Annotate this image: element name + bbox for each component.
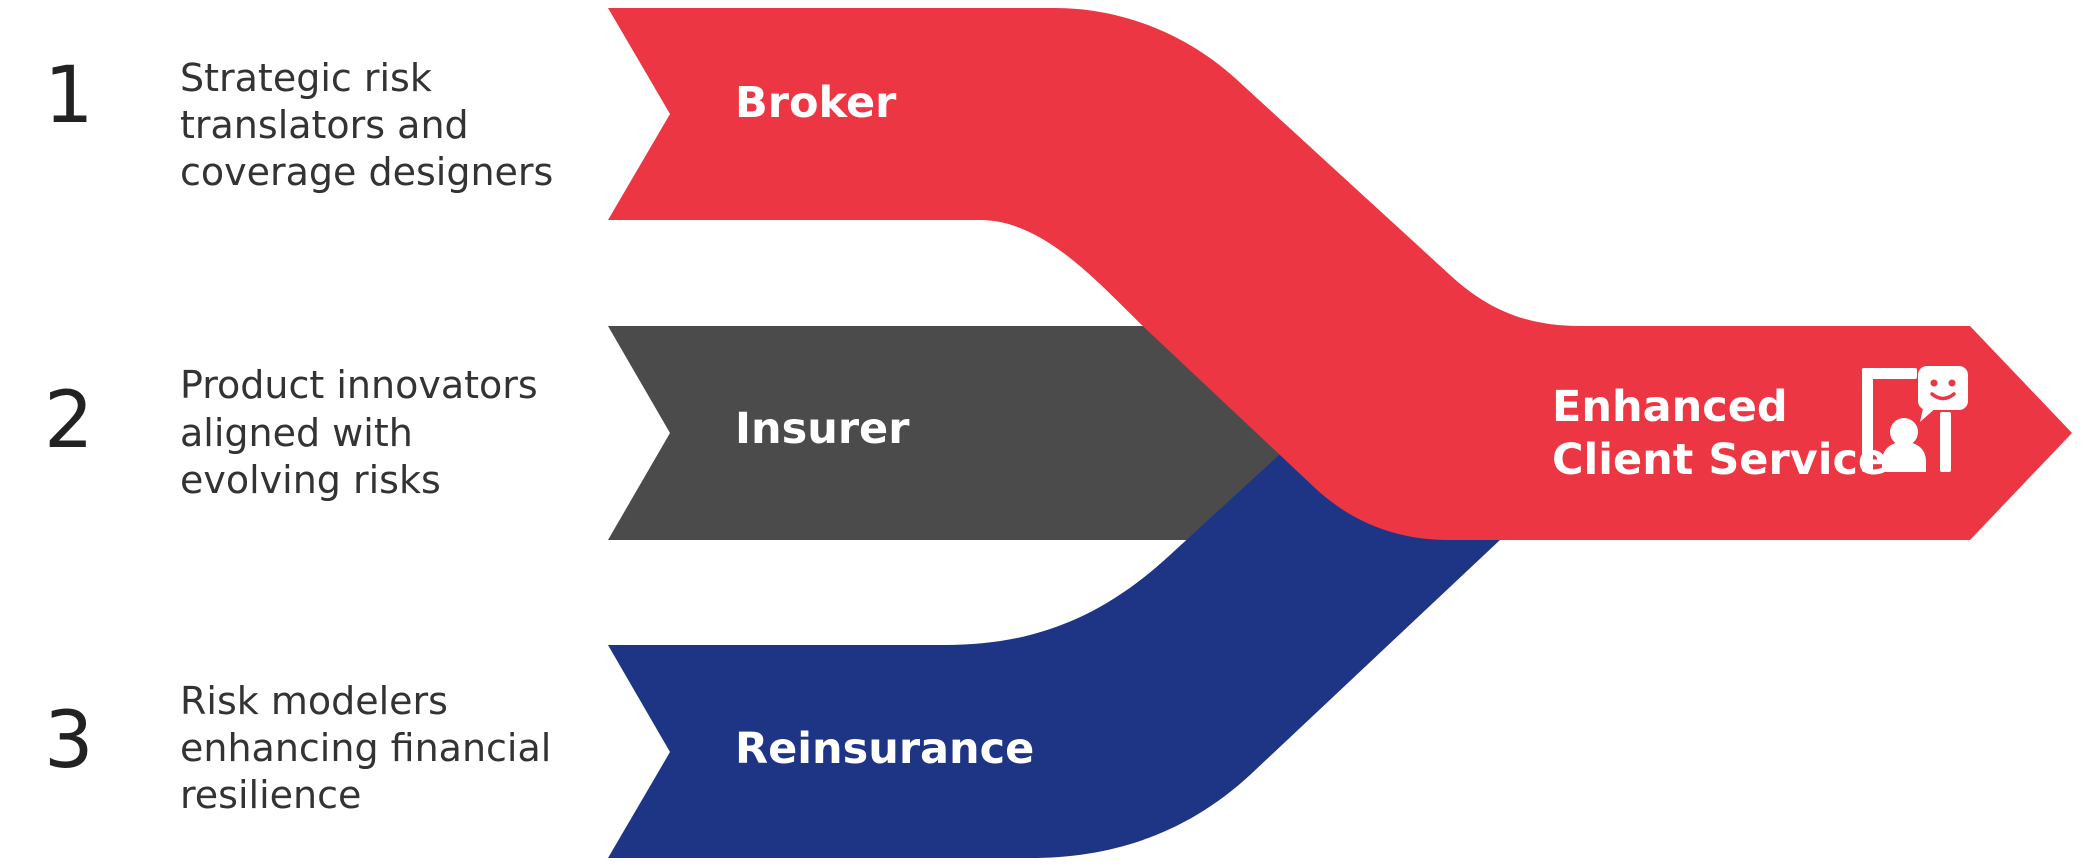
step-description-2-line-1: Product innovators bbox=[180, 363, 538, 407]
client-service-icon bbox=[1862, 366, 1968, 472]
step-description-2-line-3: evolving risks bbox=[180, 458, 441, 502]
smile-face-icon bbox=[1930, 379, 1956, 401]
outcome-label-line-2: Client Service bbox=[1552, 435, 1887, 485]
step-number-1: 1 bbox=[44, 51, 94, 141]
step-description-3-line-3: resilience bbox=[180, 773, 361, 817]
step-number-2: 2 bbox=[44, 376, 94, 466]
step-number-3: 3 bbox=[44, 696, 94, 786]
step-description-1-line-3: coverage designers bbox=[180, 150, 553, 194]
step-description-1-line-1: Strategic risk bbox=[180, 56, 432, 100]
band-label-broker: Broker bbox=[735, 78, 897, 128]
band-label-insurer: Insurer bbox=[735, 404, 910, 454]
step-description-2-line-2: aligned with bbox=[180, 411, 413, 455]
outcome-label-line-1: Enhanced bbox=[1552, 382, 1788, 432]
step-description-3-line-1: Risk modelers bbox=[180, 679, 448, 723]
reinsurance-band bbox=[608, 390, 1530, 858]
step-description-3-line-2: enhancing financial bbox=[180, 726, 551, 770]
broker-band bbox=[608, 8, 2072, 540]
band-label-reinsurance: Reinsurance bbox=[735, 724, 1034, 774]
step-description-1-line-2: translators and bbox=[180, 103, 469, 147]
